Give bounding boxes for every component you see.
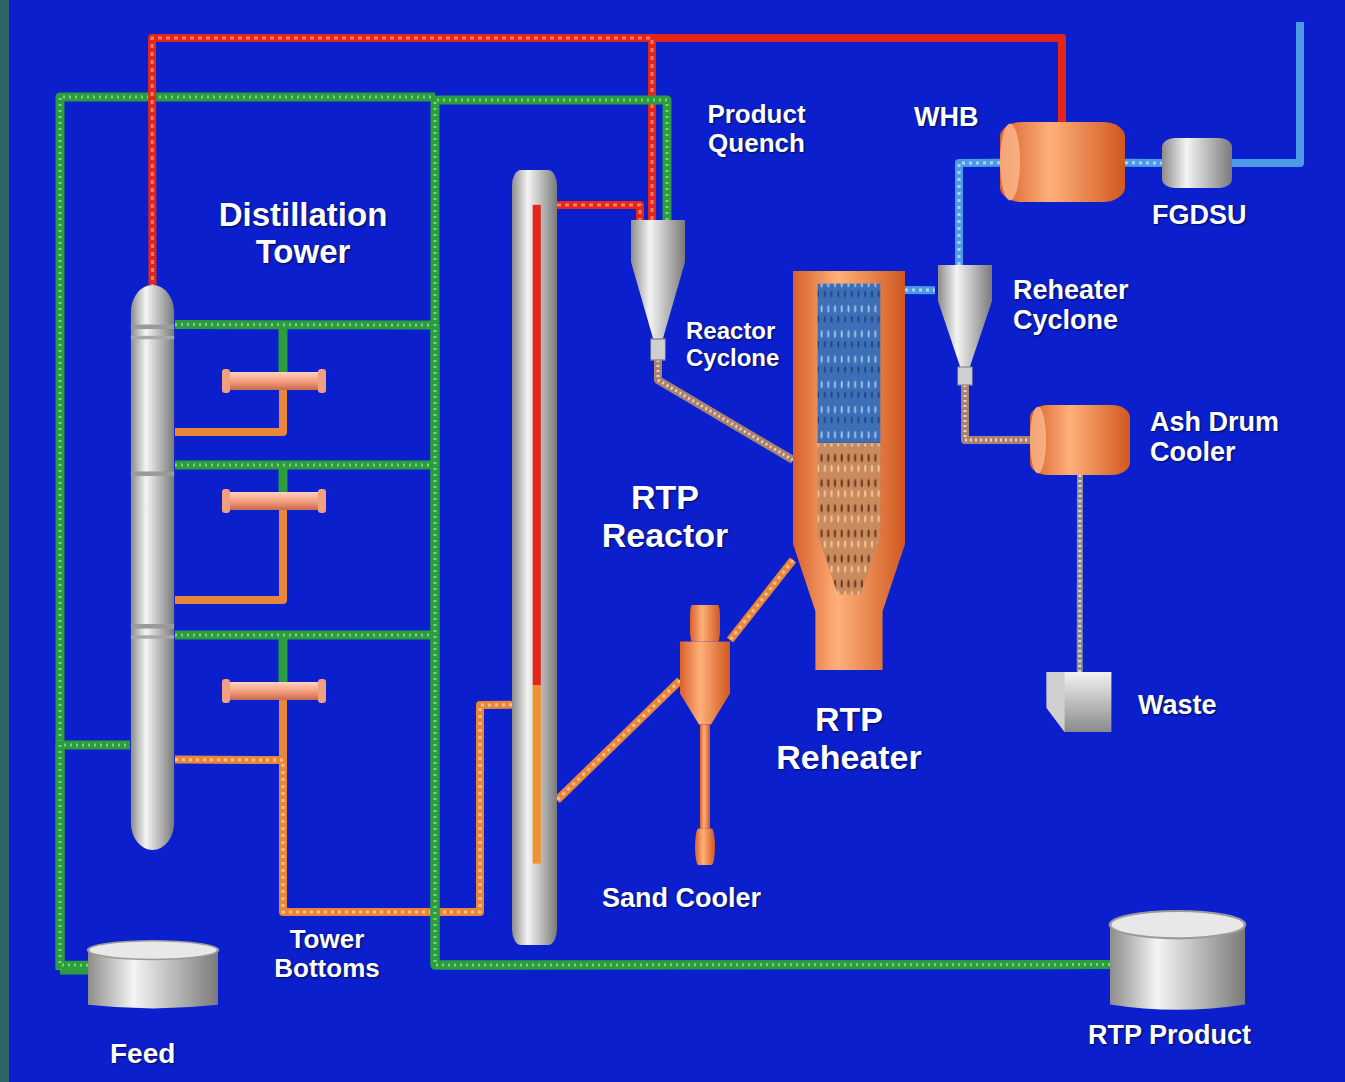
product-tank: RTP Product xyxy=(1110,910,1245,1015)
waste-bin-shape xyxy=(1043,672,1115,732)
riser-reactor-shape xyxy=(512,170,557,945)
reactor-cyclone-shape xyxy=(628,220,688,360)
distillation-tower-shape xyxy=(130,285,175,850)
waste-heat-boiler: WHB xyxy=(1000,122,1125,202)
waste-bin: Waste xyxy=(1043,672,1115,732)
process-stream xyxy=(60,745,130,965)
process-stream xyxy=(1125,162,1162,163)
process-stream xyxy=(557,680,680,800)
process-stream xyxy=(1079,475,1080,672)
equipment-label: Reheater Cyclone xyxy=(1013,275,1163,335)
equipment-label: Distillation Tower xyxy=(178,197,428,271)
heat-exchanger-symbols xyxy=(222,369,326,703)
ash-drum-cooler-shape xyxy=(1030,405,1130,475)
product-tank-shape xyxy=(1110,910,1245,1015)
equipment-label: Ash Drum Cooler xyxy=(1150,407,1315,467)
equipment-label: Reactor Cyclone xyxy=(686,318,806,372)
reheater-vessel-shape xyxy=(793,250,905,670)
equipment-label: Sand Cooler xyxy=(602,883,761,913)
process-stream xyxy=(965,385,1030,440)
equipment-label: Feed xyxy=(110,1038,175,1069)
sand-cooler-shape xyxy=(680,605,730,865)
process-stream xyxy=(557,205,640,220)
reheater-vessel: RTP Reheater xyxy=(793,250,905,670)
stream-label: Tower Bottoms xyxy=(262,925,392,983)
waste-heat-boiler-shape xyxy=(1000,122,1125,202)
process-stream xyxy=(905,289,935,290)
distillation-tower: Distillation Tower xyxy=(130,285,175,850)
sand-cooler: Sand Cooler xyxy=(680,605,730,865)
process-stream xyxy=(435,100,1110,965)
feed-tank: Feed xyxy=(88,940,218,1012)
process-stream xyxy=(959,163,1000,265)
fgdsu-unit: FGDSU xyxy=(1162,138,1232,188)
stream-label: Product Quench xyxy=(684,100,829,158)
process-stream xyxy=(152,38,652,285)
process-stream xyxy=(175,325,1110,965)
process-stream xyxy=(730,560,793,640)
riser-reactor: RTP Reactor xyxy=(512,170,557,945)
reheater-cyclone: Reheater Cyclone xyxy=(935,265,995,385)
process-stream xyxy=(658,360,793,460)
equipment-label: RTP Product xyxy=(1088,1020,1251,1050)
equipment-label: Waste xyxy=(1138,690,1217,720)
equipment-label: RTP Reheater xyxy=(759,700,939,776)
equipment-label: WHB xyxy=(914,102,978,132)
reheater-cyclone-shape xyxy=(935,265,995,385)
process-stream xyxy=(175,705,512,912)
ash-drum-cooler: Ash Drum Cooler xyxy=(1030,405,1130,475)
reactor-cyclone: Reactor Cyclone xyxy=(628,220,688,360)
equipment-label: RTP Reactor xyxy=(580,478,750,554)
feed-tank-shape xyxy=(88,940,218,1012)
fgdsu-unit-shape xyxy=(1162,138,1232,188)
equipment-label: FGDSU xyxy=(1152,200,1247,230)
